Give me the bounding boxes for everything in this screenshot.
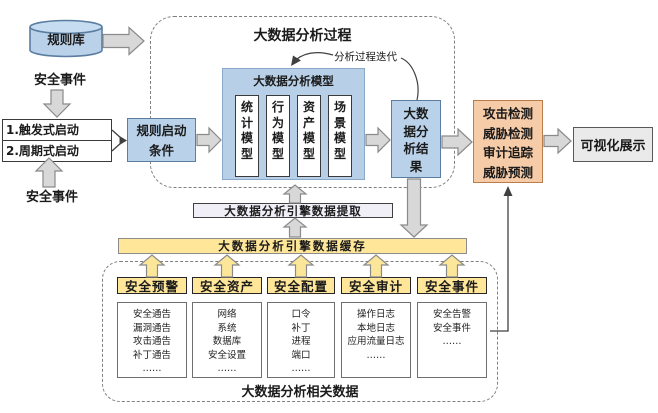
list-item: 应用流量日志 [347,336,405,347]
list-item: 安全通告 [132,309,171,320]
list-item: …… [291,363,311,374]
engine-extract-bar: 大数据分析引擎数据提取 [193,203,393,218]
rule-condition-box: 规则启动 条件 [127,118,196,162]
trigger-start-row: 1.触发式启动 [2,119,112,141]
list-item: 补丁 [291,322,311,334]
scenario-model-box: 场景模型 [328,95,352,177]
list-item: 口令 [291,309,311,320]
engine-cache-bar: 大数据分析引擎数据缓存 [118,238,467,254]
statistics-model-box: 统计模型 [235,95,259,177]
column-header-config: 安全配置 [267,277,335,294]
rule-library-cylinder [29,19,103,58]
list-item: 安全告警 [432,309,471,320]
asset-model-box: 资产模型 [297,95,321,177]
arrow-detection-to-visualization [543,127,572,155]
list-item: 本地日志 [356,322,395,334]
list-item: 端口 [291,349,311,361]
list-item: …… [442,336,462,347]
arrow-cache-to-extract [282,217,308,238]
event-data-list: 安全告警 安全事件 …… [417,302,487,378]
event-to-detection-arrowhead-icon [503,186,513,196]
list-item: 网络 [217,309,237,320]
related-data-title: 大数据分析相关数据 [241,384,359,400]
security-event-top-label: 安全事件 [33,72,86,88]
audit-trace-label: 审计追踪 [482,145,533,160]
visualization-box: 可视化展示 [573,127,653,162]
connector-arrowhead-icon [119,136,127,145]
list-item: 系统 [217,322,237,334]
column-header-asset: 安全资产 [192,277,262,294]
list-item: 漏洞通告 [132,322,171,334]
behavior-model-box: 行为模型 [266,95,290,177]
list-item: 攻击通告 [132,336,171,347]
arrow-event-top-down [42,89,72,118]
attack-detection-label: 攻击检测 [482,106,533,121]
asset-model-label: 资产模型 [302,100,315,161]
column-header-audit: 安全审计 [341,277,411,294]
warning-data-list: 安全通告 漏洞通告 攻击通告 补丁通告 …… [117,302,187,378]
periodic-start-row: 2.周期式启动 [2,139,112,162]
config-data-list: 口令 补丁 进程 端口 …… [267,302,335,378]
column-header-warning: 安全预警 [117,277,187,294]
threat-prediction-label: 威胁预测 [482,164,533,180]
list-item: …… [217,363,237,374]
list-item: …… [366,349,386,361]
list-item: 数据库 [212,336,242,347]
rule-condition-label: 规则启动 条件 [136,123,187,158]
analysis-model-title: 大数据分析模型 [253,74,334,88]
column-header-event: 安全事件 [417,277,487,294]
audit-data-list: 操作日志 本地日志 应用流量日志 …… [341,302,411,378]
list-item: 安全事件 [432,322,471,334]
statistics-model-label: 统计模型 [240,100,253,161]
asset-data-list: 网络 系统 数据库 安全设置 …… [192,302,262,378]
rule-library-label: 规则库 [47,31,85,47]
threat-detection-label: 威胁检测 [482,125,533,141]
arrow-event-bottom-up [34,157,64,188]
list-item: …… [142,363,162,374]
trigger-connector-line [111,129,123,140]
scenario-model-label: 场景模型 [333,100,346,161]
list-item: 补丁通告 [132,349,171,361]
iteration-label: 分析过程迭代 [334,51,397,63]
list-item: 安全设置 [207,349,246,361]
analysis-result-label: 大数据分析结果 [403,106,429,174]
detection-box: 攻击检测 威胁检测 审计追踪 威胁预测 [473,100,543,183]
arrow-rules-to-process [102,26,145,56]
process-title: 大数据分析过程 [253,28,352,44]
periodic-connector-line [111,141,123,152]
behavior-model-label: 行为模型 [271,100,284,161]
list-item: 操作日志 [356,309,395,320]
security-event-bottom-label: 安全事件 [25,189,78,205]
analysis-result-box: 大数据分析结果 [391,100,441,178]
list-item: 进程 [291,336,311,347]
